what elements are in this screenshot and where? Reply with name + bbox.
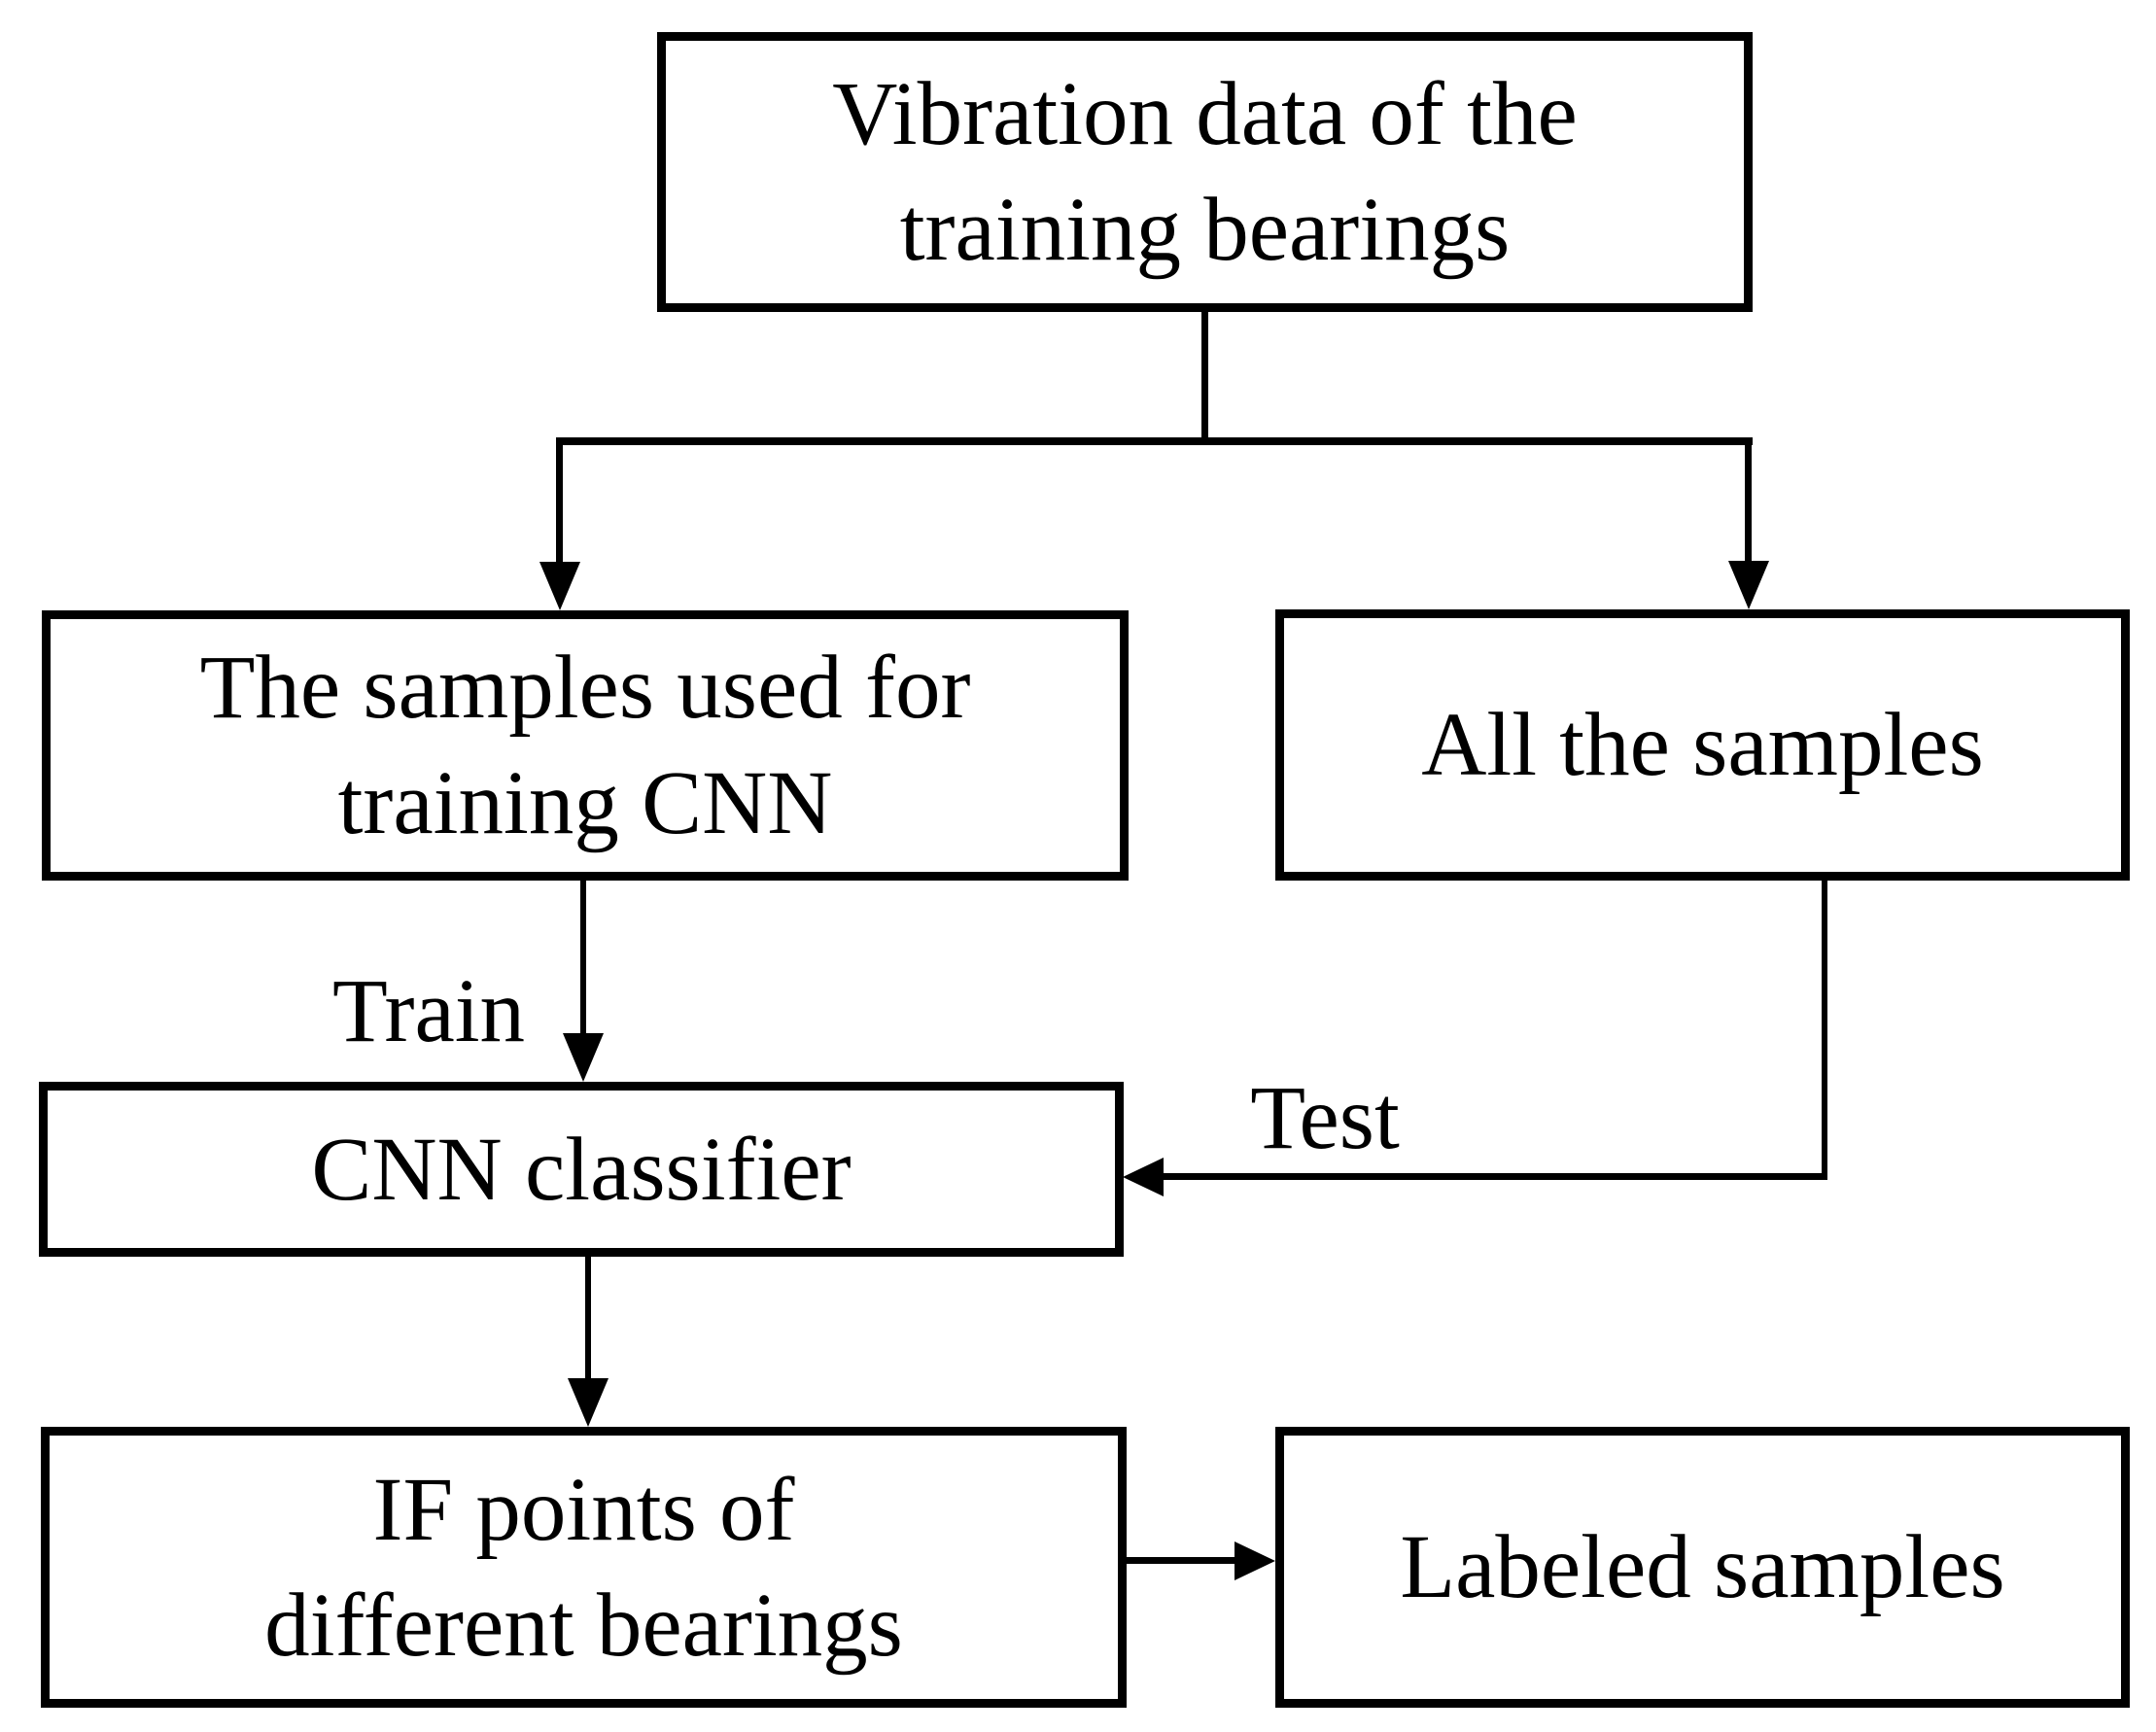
node-training-samples: The samples used for training CNN: [42, 610, 1129, 881]
node-if-points: IF points of different bearings: [41, 1427, 1127, 1708]
node-text-line: The samples used for: [199, 638, 971, 738]
edge-label-train: Train: [331, 961, 526, 1061]
arrowhead-down-icon: [568, 1378, 609, 1427]
node-labeled-samples: Labeled samples: [1275, 1427, 2130, 1708]
edge-train-to-cnn: [580, 880, 586, 1035]
node-all-samples: All the samples: [1275, 609, 2130, 881]
edge-if-points-to-labeled: [1123, 1557, 1237, 1564]
arrowhead-down-icon: [539, 562, 580, 610]
node-text-line: Vibration data of the: [832, 64, 1578, 164]
edge-label-test: Test: [1250, 1068, 1400, 1168]
edge-test-to-cnn: [1162, 1173, 1827, 1180]
edge-vibration-to-branch: [1201, 311, 1208, 441]
edge-branch-to-all-samples: [1745, 437, 1752, 562]
node-cnn-classifier: CNN classifier: [39, 1082, 1124, 1257]
arrowhead-left-icon: [1123, 1158, 1164, 1196]
node-text-line: Labeled samples: [1400, 1517, 2005, 1617]
node-text-line: CNN classifier: [311, 1119, 852, 1220]
node-text-line: IF points of: [372, 1459, 795, 1560]
edge-cnn-to-if-points: [585, 1256, 591, 1380]
arrowhead-down-icon: [563, 1033, 604, 1082]
edge-all-samples-down: [1822, 880, 1827, 1177]
node-text-line: different bearings: [264, 1575, 903, 1676]
arrowhead-right-icon: [1234, 1541, 1275, 1580]
node-text-line: All the samples: [1421, 695, 1984, 795]
edge-branch-horizontal: [556, 437, 1753, 445]
edge-branch-to-training-samples: [556, 437, 563, 562]
arrowhead-down-icon: [1728, 561, 1769, 609]
node-text-line: training CNN: [337, 753, 833, 853]
node-text-line: training bearings: [899, 180, 1511, 280]
node-vibration-data: Vibration data of the training bearings: [657, 32, 1753, 312]
